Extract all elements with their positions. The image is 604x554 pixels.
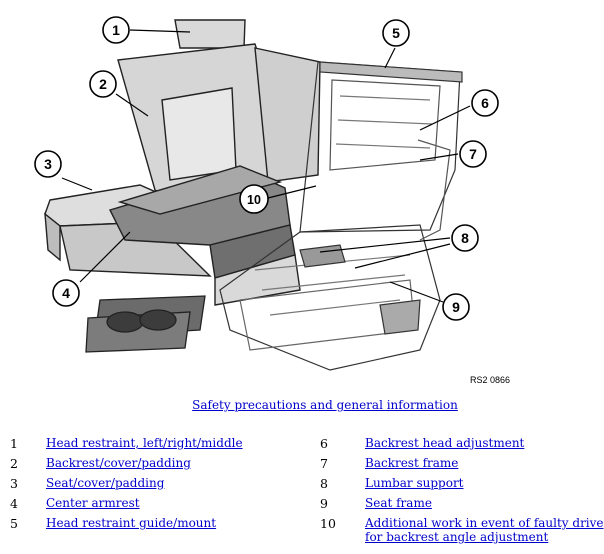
legend-num: 1 — [10, 436, 18, 451]
legend-row: 3 Seat/cover/padding 8 Lumbar support — [0, 476, 604, 496]
legend-num: 6 — [320, 436, 328, 451]
callout-5: 5 — [382, 19, 410, 47]
svg-text:6: 6 — [481, 95, 489, 111]
legend-num: 4 — [10, 496, 18, 511]
callout-10: 10 — [239, 184, 269, 214]
svg-text:5: 5 — [392, 25, 400, 41]
svg-text:4: 4 — [62, 285, 70, 301]
svg-text:7: 7 — [469, 146, 477, 162]
safety-precautions-link[interactable]: Safety precautions and general informati… — [192, 398, 458, 412]
svg-text:2: 2 — [99, 76, 107, 92]
callout-9: 9 — [442, 293, 470, 321]
callout-2: 2 — [89, 70, 117, 98]
callout-8: 8 — [451, 224, 479, 252]
legend-link-backrest-head-adjustment[interactable]: Backrest head adjustment — [365, 436, 525, 450]
legend-row: 4 Center armrest 9 Seat frame — [0, 496, 604, 516]
legend-num: 2 — [10, 456, 18, 471]
callout-leaders — [61, 29, 471, 303]
legend-num: 9 — [320, 496, 328, 511]
callout-7: 7 — [459, 140, 487, 168]
legend-link-backrest-angle-adjustment[interactable]: Additional work in event of faulty drive… — [365, 516, 604, 544]
callout-4: 4 — [52, 279, 80, 307]
legend-num: 7 — [320, 456, 328, 471]
legend-num: 3 — [10, 476, 18, 491]
seat-exploded-diagram: 1 2 3 4 5 6 7 8 9 10 RS2 0866 — [34, 16, 510, 385]
legend-num: 5 — [10, 516, 18, 531]
legend-row: 2 Backrest/cover/padding 7 Backrest fram… — [0, 456, 604, 476]
legend-link-head-restraint[interactable]: Head restraint, left/right/middle — [46, 436, 243, 450]
callout-1: 1 — [102, 16, 130, 44]
svg-text:9: 9 — [452, 299, 460, 315]
legend-link-backrest-cover[interactable]: Backrest/cover/padding — [46, 456, 191, 470]
legend-link-seat-frame[interactable]: Seat frame — [365, 496, 432, 510]
legend-num: 8 — [320, 476, 328, 491]
callout-3: 3 — [34, 150, 62, 178]
svg-text:10: 10 — [247, 193, 261, 207]
legend-row: 5 Head restraint guide/mount 10 Addition… — [0, 516, 604, 544]
svg-text:3: 3 — [44, 156, 52, 172]
svg-text:8: 8 — [461, 230, 469, 246]
cup-holder-tray — [85, 295, 206, 353]
legend-row: 1 Head restraint, left/right/middle 6 Ba… — [0, 436, 604, 456]
legend-link-lumbar-support[interactable]: Lumbar support — [365, 476, 464, 490]
svg-text:1: 1 — [112, 22, 120, 38]
legend-num: 10 — [320, 516, 336, 531]
seat-upholstery — [44, 19, 321, 306]
callout-6: 6 — [471, 89, 499, 117]
legend-link-head-restraint-guide[interactable]: Head restraint guide/mount — [46, 516, 217, 530]
legend-link-backrest-frame[interactable]: Backrest frame — [365, 456, 459, 470]
legend-link-center-armrest[interactable]: Center armrest — [46, 496, 140, 510]
figure-code: RS2 0866 — [470, 375, 510, 385]
legend-link-seat-cover[interactable]: Seat/cover/padding — [46, 476, 165, 490]
